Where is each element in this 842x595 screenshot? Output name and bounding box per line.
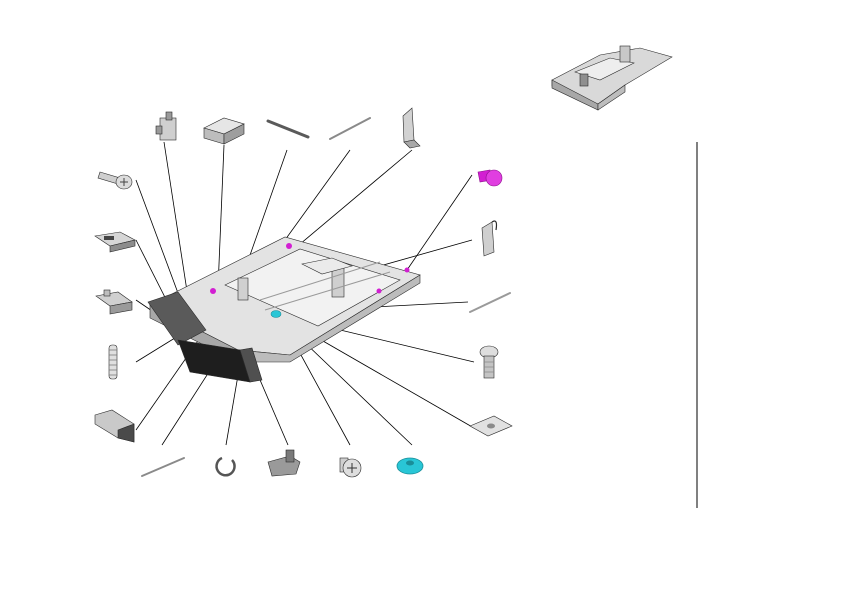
lever-left-upper-part <box>94 231 136 253</box>
rod-short-part <box>266 119 310 139</box>
block-part <box>203 117 245 145</box>
bracket-right-part <box>481 220 498 257</box>
screw-left-part <box>97 171 133 190</box>
rod-right-part <box>469 292 511 313</box>
clip-top-left-part <box>155 111 177 141</box>
spring-part <box>108 344 118 380</box>
lever-left-mid-part <box>95 289 133 315</box>
screw-right-part <box>479 345 499 379</box>
latch-lower-left-part <box>94 409 135 443</box>
screw-bottom-part <box>339 457 362 478</box>
assembly-thumbnail <box>551 45 673 111</box>
cam-part <box>267 449 301 477</box>
rod-bottom-part <box>141 457 185 477</box>
e-ring-part <box>215 456 236 477</box>
pin-thin-part <box>329 117 371 140</box>
tray-assembly <box>147 236 421 383</box>
plate-right-part <box>469 415 513 437</box>
washer-cyan-part <box>396 457 424 475</box>
screw-magenta-part <box>477 169 503 187</box>
bracket-upright-part <box>402 107 421 149</box>
